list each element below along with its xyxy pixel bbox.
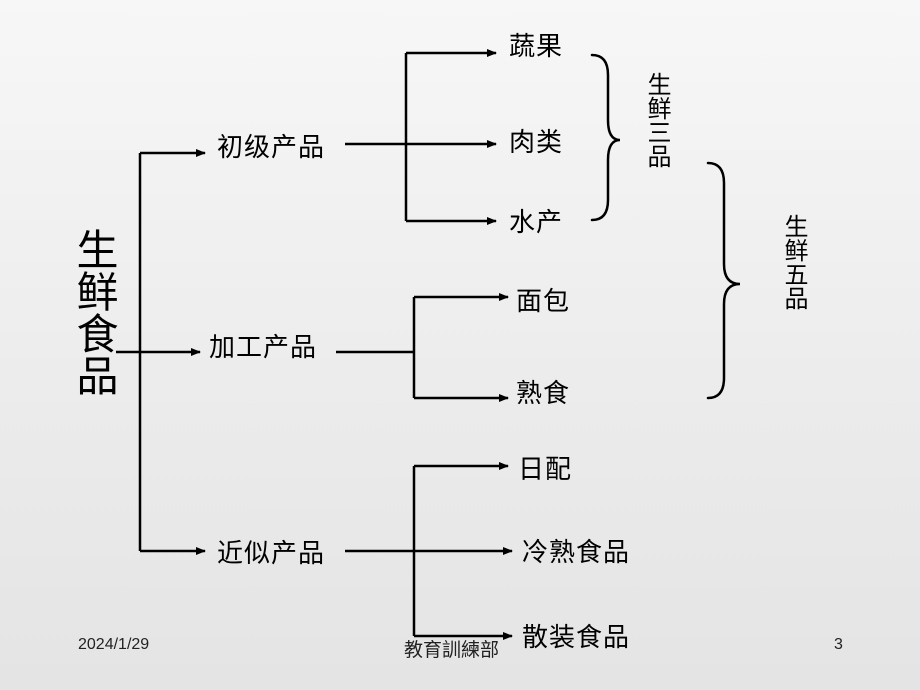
footer-department: 教育訓練部	[404, 639, 500, 661]
category-1-label: 初级产品	[217, 133, 326, 163]
brace-three-products	[590, 53, 621, 222]
footer-page-number: 3	[834, 636, 843, 653]
item-1-2-label: 肉类	[509, 128, 564, 158]
footer-date: 2024/1/29	[78, 636, 150, 653]
root-label: 生鲜食品	[70, 228, 119, 396]
item-2-1-label: 面包	[516, 287, 571, 317]
item-3-3-label: 散装食品	[522, 623, 631, 653]
category-2-label: 加工产品	[209, 333, 318, 363]
group-five-products-label: 生鲜五品	[780, 214, 808, 310]
brace-five-products	[706, 161, 741, 400]
category-3-label: 近似产品	[217, 539, 326, 569]
item-1-1-label: 蔬果	[509, 32, 564, 62]
item-3-1-label: 日配	[518, 455, 573, 485]
item-1-3-label: 水产	[509, 208, 564, 238]
item-3-2-label: 冷熟食品	[522, 538, 631, 568]
group-three-products-label: 生鲜三品	[643, 72, 671, 168]
item-2-2-label: 熟食	[516, 379, 571, 409]
